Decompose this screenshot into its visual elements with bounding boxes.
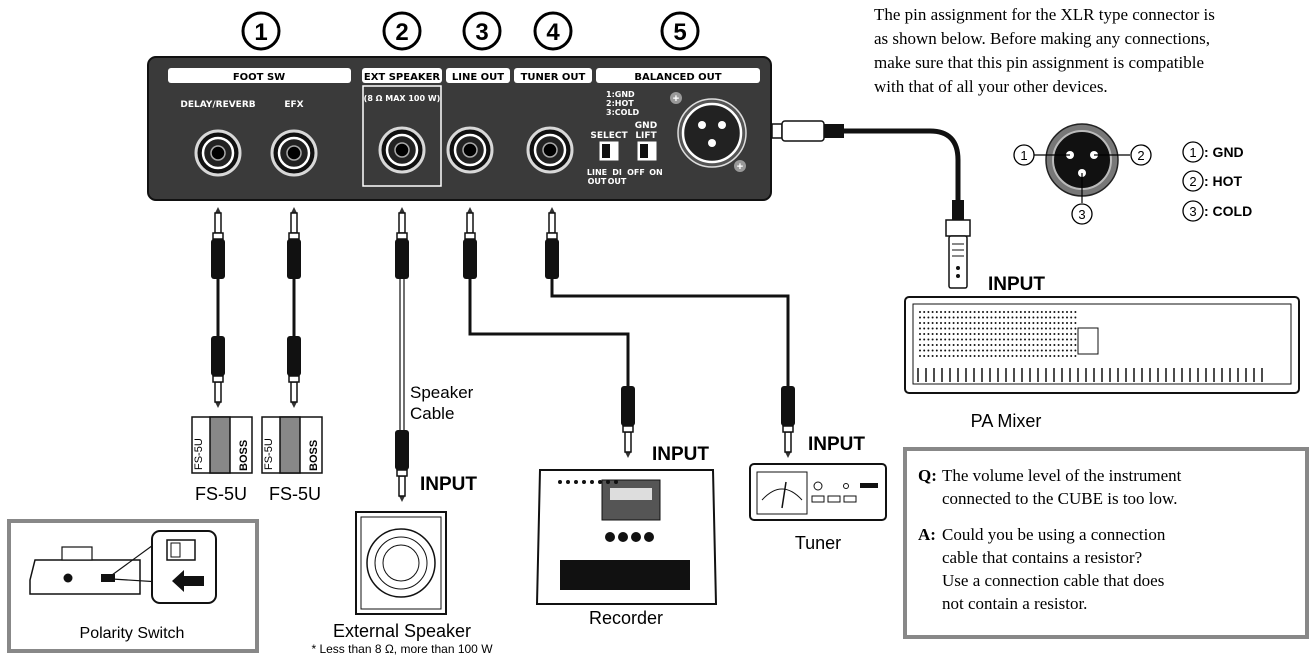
footswitch-cable-a — [210, 206, 226, 409]
legend-2-number: 2 — [1189, 174, 1196, 189]
legend-3-text: : COLD — [1204, 203, 1252, 219]
select-label: SELECT — [590, 131, 628, 141]
pin-legend: 1 : GND 2 : HOT 3 : COLD — [1182, 141, 1252, 222]
legend-3-number: 3 — [1189, 204, 1196, 219]
tuner-label: Tuner — [795, 533, 841, 553]
footswitch-a-brand: BOSS — [238, 440, 250, 471]
qa-a-text-2: cable that contains a resistor? — [942, 548, 1142, 567]
tuner-out-cable — [544, 206, 796, 459]
on-label: ON — [649, 168, 663, 177]
pin-note-line-1: The pin assignment for the XLR type conn… — [874, 5, 1215, 24]
input-mixer-label: INPUT — [988, 274, 1045, 295]
qa-q-text-1: The volume level of the instrument — [942, 466, 1182, 485]
qa-a-label: A: — [918, 525, 936, 544]
recorder-icon — [535, 469, 718, 605]
speaker-cable — [394, 206, 410, 503]
callout-4-text: 4 — [546, 19, 560, 46]
footswitch-b-brand: BOSS — [308, 440, 320, 471]
input-recorder-label: INPUT — [652, 444, 709, 465]
callout-2: 2 — [382, 11, 422, 51]
legend-2-text: : HOT — [1204, 173, 1243, 189]
line-out-jack — [446, 126, 494, 174]
qa-a-text-4: not contain a resistor. — [942, 594, 1087, 613]
pin-note-line-2: as shown below. Before making any connec… — [874, 29, 1210, 48]
callout-1-text: 1 — [254, 19, 267, 46]
callout-2-text: 2 — [395, 19, 408, 46]
svg-text:+: + — [673, 93, 679, 105]
pin-line-3: 3:COLD — [606, 108, 640, 117]
pin-assignment-note: The pin assignment for the XLR type conn… — [874, 5, 1215, 96]
ext-speaker-spec: (8 Ω MAX 100 W) — [364, 94, 441, 103]
pin-note-line-4: with that of all your other devices. — [874, 77, 1108, 96]
xlr-pin-diagram: 1 2 3 — [1013, 123, 1152, 225]
external-speaker-note: * Less than 8 Ω, more than 100 W — [311, 642, 493, 656]
pin-2-number: 2 — [1137, 148, 1144, 163]
qa-q-label: Q: — [918, 466, 937, 485]
xlr-output-jack: + + — [670, 92, 747, 173]
pin-3-number: 3 — [1078, 207, 1085, 222]
callout-1: 1 — [241, 11, 281, 51]
legend-1-number: 1 — [1189, 145, 1196, 160]
callout-4: 4 — [533, 11, 573, 51]
gnd-lift-1: GND — [635, 121, 657, 131]
qa-a-text-3: Use a connection cable that does — [942, 571, 1164, 590]
tuner-out-label: TUNER OUT — [521, 72, 586, 83]
line-out-cable — [462, 206, 636, 459]
off-label: OFF — [627, 168, 645, 177]
pin-line-1: 1:GND — [606, 90, 635, 99]
ext-speaker-label: EXT SPEAKER — [364, 72, 441, 83]
input-tuner-label: INPUT — [808, 434, 865, 455]
efx-label: EFX — [284, 100, 303, 110]
pin-1-number: 1 — [1020, 148, 1027, 163]
di-out-sw-2: OUT — [608, 177, 627, 186]
footswitch-a-model: FS-5U — [193, 438, 205, 470]
line-out-sw-2: OUT — [588, 177, 607, 186]
pin-note-line-3: make sure that this pin assignment is co… — [874, 53, 1204, 72]
callout-5: 5 — [660, 11, 700, 51]
fs5u-label-a: FS-5U — [195, 484, 247, 504]
callout-3-text: 3 — [475, 19, 488, 46]
legend-1-text: : GND — [1204, 144, 1244, 160]
ext-speaker-jack — [378, 126, 426, 174]
polarity-switch-box — [7, 519, 259, 653]
line-out-label: LINE OUT — [452, 72, 504, 83]
rear-panel: FOOT SW DELAY/REVERB EFX EXT SPEAKER (8 … — [147, 56, 772, 201]
xlr-cable — [771, 120, 971, 289]
efx-jack — [270, 129, 318, 177]
delay-reverb-label: DELAY/REVERB — [180, 100, 255, 110]
pa-mixer-icon — [904, 296, 1300, 394]
speaker-cable-label-2: Cable — [410, 404, 454, 423]
foot-sw-label: FOOT SW — [233, 72, 285, 83]
external-speaker-label: External Speaker — [333, 621, 471, 641]
tuner-out-jack — [526, 126, 574, 174]
qa-a-text-1: Could you be using a connection — [942, 525, 1166, 544]
callout-5-text: 5 — [673, 19, 686, 46]
speaker-cable-label-1: Speaker — [410, 383, 474, 402]
footswitch-b-icon: FS-5U BOSS — [261, 416, 323, 474]
external-speaker-icon — [355, 511, 447, 615]
qa-box: Q: The volume level of the instrument co… — [903, 447, 1309, 639]
pin-line-2: 2:HOT — [606, 99, 634, 108]
di-out-sw-1: DI — [612, 168, 622, 177]
callout-3: 3 — [462, 11, 502, 51]
qa-q-text-2: connected to the CUBE is too low. — [942, 489, 1177, 508]
polarity-switch-label: Polarity Switch — [80, 625, 185, 642]
tuner-icon — [749, 463, 887, 521]
gnd-lift-2: LIFT — [635, 131, 657, 141]
footswitch-a-icon: FS-5U BOSS — [191, 416, 253, 474]
balanced-out-label: BALANCED OUT — [634, 72, 721, 83]
recorder-label: Recorder — [589, 608, 663, 628]
input-speaker-label: INPUT — [420, 474, 477, 495]
footswitch-b-model: FS-5U — [263, 438, 275, 470]
svg-text:+: + — [737, 161, 743, 173]
pa-mixer-label: PA Mixer — [971, 411, 1042, 431]
footswitch-cable-b — [286, 206, 302, 409]
fs5u-label-b: FS-5U — [269, 484, 321, 504]
line-out-sw-1: LINE — [587, 168, 607, 177]
delay-reverb-jack — [194, 129, 242, 177]
